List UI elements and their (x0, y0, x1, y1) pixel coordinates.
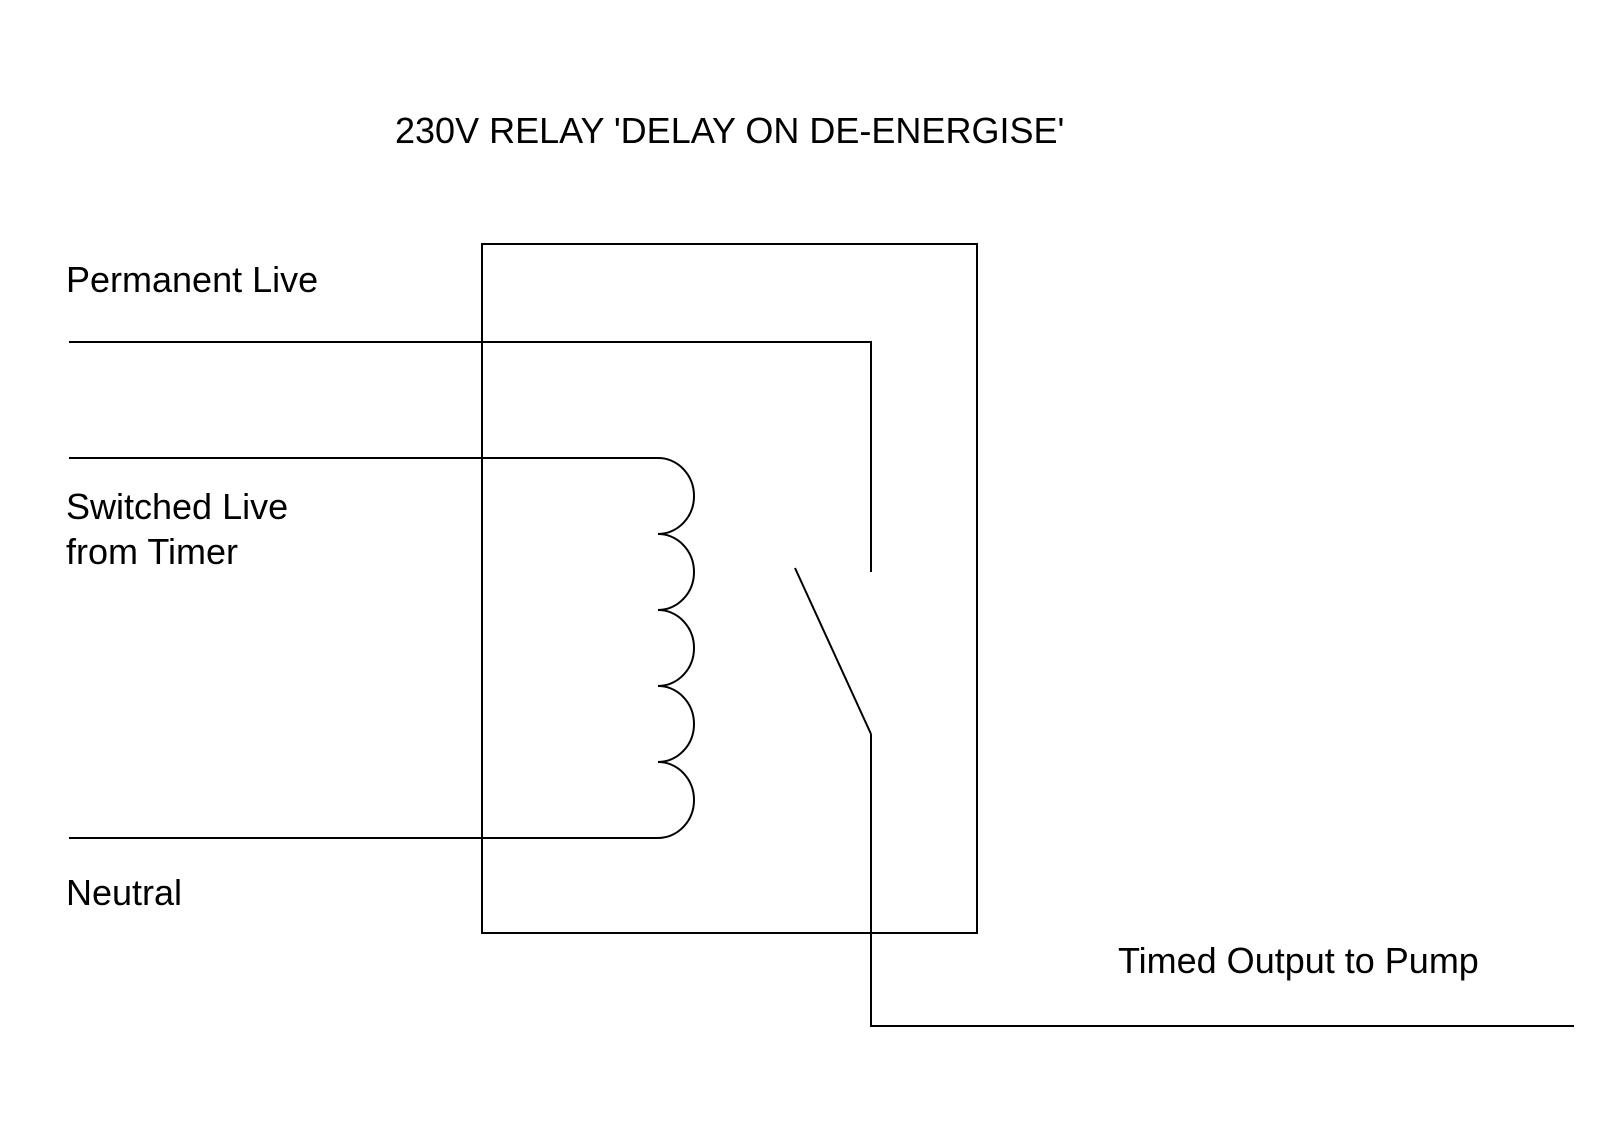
permanent-live-label: Permanent Live (66, 259, 319, 300)
switched-live-label: Switched Live (66, 486, 289, 527)
diagram-title: 230V RELAY 'DELAY ON DE-ENERGISE' (395, 110, 1065, 151)
switched-live-label-line2: from Timer (66, 531, 239, 572)
permanent-live-wire (69, 341, 872, 572)
neutral-label: Neutral (66, 872, 183, 913)
relay-housing (481, 243, 978, 934)
timed-output-wire (870, 734, 1574, 1027)
switch-lever (794, 567, 872, 735)
timed-output-label: Timed Output to Pump (1118, 940, 1479, 981)
relay-coil (657, 457, 695, 839)
